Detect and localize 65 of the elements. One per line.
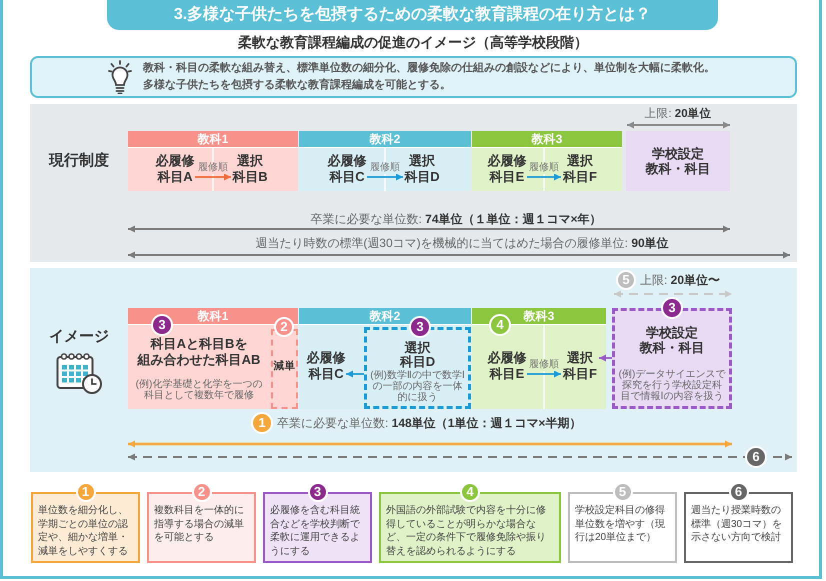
edge-label: 履修順 — [198, 162, 228, 174]
title-banner: 3.多様な子供たちを包摂するための柔軟な教育課程の在り方とは？ — [107, 0, 718, 30]
info-text: 多様な子供たちを包摂する柔軟な教育課程編成を可能とする。 — [143, 78, 451, 93]
note-text: 単位数を細分化し、学期ごとの単位の認定や、細かな増単・減単をしやすくする — [38, 504, 129, 558]
course-name: 学校設定 — [646, 325, 698, 340]
column-header: 教科3 — [472, 131, 622, 148]
dimension-label: 卒業に必要な単位数: 148単位（1単位：週１コマ×半期） — [277, 416, 582, 431]
course-name: 選択科目F — [561, 153, 599, 185]
arrow — [527, 370, 561, 378]
course-name: 教科・科目 — [640, 340, 704, 355]
course-name: 学校設定 — [652, 146, 704, 161]
course-name: 必履修科目C — [306, 350, 346, 382]
section-heading: 現行制度 — [49, 152, 109, 170]
course-name: 選択科目B — [231, 153, 269, 185]
dimension-label: 上限: 20単位 — [644, 107, 712, 122]
section-heading: イメージ — [49, 328, 109, 346]
reduction-label: 減単 — [274, 359, 296, 374]
note-text: 必履修を含む科目統合などを学校判断で柔軟に運用できるようにする — [270, 504, 361, 558]
subtitle: 柔軟な教育課程編成の促進のイメージ（高等学校段階） — [238, 34, 588, 51]
callout-number: 3 — [308, 482, 328, 502]
course-name: 必履修科目E — [487, 350, 527, 382]
course-name: 選択科目D — [403, 153, 441, 185]
info-text: 教科・科目の柔軟な組み替え、標準単位数の細分化、履修免除の仕組みの創設などにより、単位制を大幅に柔軟化。 — [143, 61, 715, 76]
course-name: 科目Aと科目Bを — [150, 336, 248, 352]
course-name: 組み合わせた科目AB — [138, 352, 260, 368]
subject-column — [299, 131, 471, 191]
course-name: 必履修科目E — [487, 153, 527, 185]
callout-number: 5 — [612, 482, 632, 502]
arrow — [527, 174, 561, 180]
course-name: 選択科目D — [398, 341, 436, 369]
dimension-label: 週当たり時数の標準(週30コマ)を機械的に当てはめた場合の履修単位: 90単位 — [255, 236, 669, 251]
arrow — [599, 354, 612, 362]
subject-column — [128, 308, 298, 409]
callout-number: 6 — [728, 482, 748, 502]
subject-column — [472, 308, 606, 409]
course-name: 選択科目F — [561, 350, 599, 382]
info-panel — [30, 56, 797, 98]
note-text: 学校設定科目の修得単位数を増やす（現行は20単位まで） — [575, 504, 666, 544]
callout-number: 4 — [460, 482, 480, 502]
example-note: (例)データサイエンスで探究を行う学校設定科目で情報Ⅰの内容を扱う — [618, 369, 726, 403]
course-name: 必履修科目C — [327, 153, 367, 185]
callout-number: 1 — [76, 482, 96, 502]
subject-column — [299, 308, 471, 409]
arrow — [367, 174, 403, 180]
column-header: 教科1 — [128, 131, 298, 148]
dimension-label: 上限: 20単位〜 — [640, 273, 720, 288]
example-note: (例)数学Ⅱの中で数学Ⅰの一部の内容を一体的に扱う — [370, 370, 465, 404]
course-name: 必履修科目A — [155, 153, 195, 185]
subject-column — [128, 131, 298, 191]
edge-label: 履修順 — [370, 162, 400, 174]
arrow — [195, 174, 231, 180]
section-panel — [30, 268, 797, 472]
edge-label: 履修順 — [529, 359, 559, 371]
note-text: 外国語の外部試験で内容を十分に修得していることが明らかな場合など、一定の条件下で履修免除や振り替えを認められるようにする — [386, 504, 547, 558]
note-text: 複数科目を一体的に指導する場合の減単を可能とする — [154, 504, 245, 544]
column-header: 教科2 — [299, 131, 471, 148]
subject-column — [472, 131, 622, 191]
edge-label: 履修順 — [529, 162, 559, 174]
section-panel — [30, 104, 797, 262]
callout-number: 2 — [192, 482, 212, 502]
example-note: (例)化学基礎と化学を一つの科目として複数年で履修 — [134, 379, 264, 402]
note-text: 週当たり授業時数の標準（週30コマ）を示さない方向で検討 — [691, 504, 784, 544]
arrow — [346, 370, 364, 378]
dimension-label: 卒業に必要な単位数: 74単位（１単位：週１コマ×年） — [310, 212, 602, 227]
course-name: 教科・科目 — [646, 161, 710, 176]
